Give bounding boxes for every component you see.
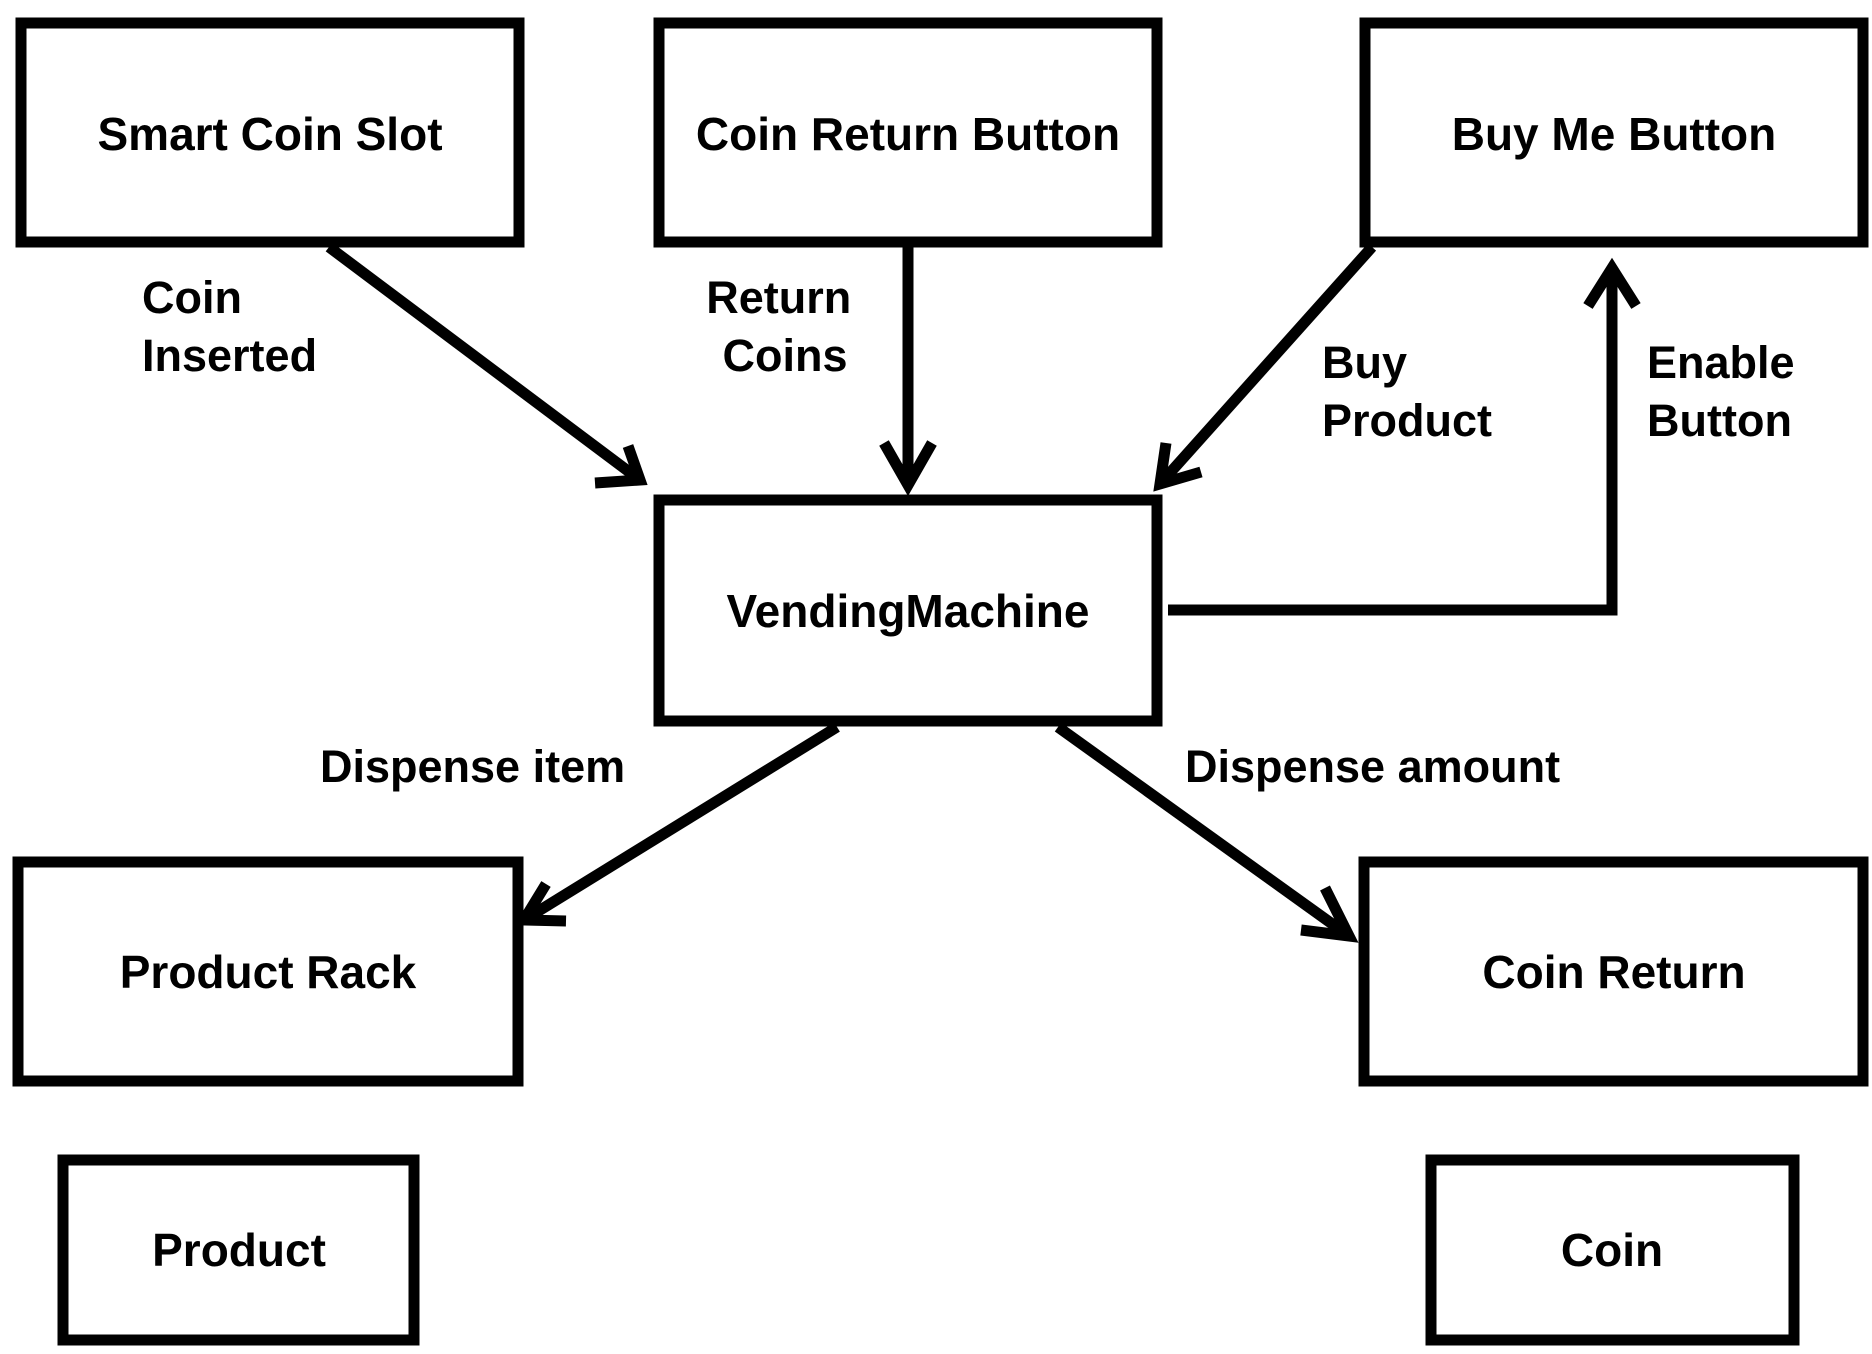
edge-label-dispense-item: Dispense item [320, 741, 625, 792]
edge-dispense-amount-line [1054, 722, 1353, 941]
edge-label-coin-inserted-line-1: Coin [142, 272, 242, 323]
node-coin-return-button: Coin Return Button [653, 17, 1163, 248]
node-coin: Coin [1425, 1154, 1800, 1346]
edge-enable-button [1168, 257, 1641, 616]
node-smart-coin-slot: Smart Coin Slot [15, 17, 525, 248]
edge-buy-product-arrowhead [1153, 442, 1203, 492]
edge-enable-button-arrowhead [1583, 257, 1641, 309]
edge-dispense-item-arrowhead [514, 881, 567, 927]
edge-label-dispense-amount: Dispense amount [1185, 741, 1560, 792]
node-product-rack-label: Product Rack [120, 946, 417, 998]
node-smart-coin-slot-box [15, 17, 525, 248]
edge-buy-product [1153, 243, 1377, 492]
edge-enable-button-line [1168, 268, 1618, 616]
node-coin-box [1425, 1154, 1800, 1346]
node-buy-me-button-label: Buy Me Button [1452, 108, 1777, 160]
edge-label-buy-product: Buy Product [1322, 337, 1492, 446]
node-buy-me-button-box [1359, 17, 1869, 248]
edge-label-enable-button: Enable Button [1647, 337, 1807, 446]
edge-label-return-coins-line-1: Return [706, 272, 851, 323]
edge-coin-inserted-line [325, 242, 644, 485]
node-coin-return: Coin Return [1358, 856, 1869, 1087]
node-coin-return-button-box [653, 17, 1163, 248]
edge-return-coins-arrowhead [879, 440, 937, 497]
node-coin-return-label: Coin Return [1482, 946, 1745, 998]
node-buy-me-button: Buy Me Button [1359, 17, 1869, 248]
edge-label-return-coins-line-2: Coins [722, 330, 847, 381]
edge-label-coin-inserted-line-2: Inserted [142, 330, 317, 381]
edge-dispense-amount-arrowhead [1300, 885, 1359, 943]
node-vending-machine-label: VendingMachine [727, 585, 1090, 637]
node-product-rack: Product Rack [12, 856, 524, 1087]
node-vending-machine-box [653, 494, 1163, 727]
edge-label-buy-product-line-1: Buy [1322, 337, 1407, 388]
edge-buy-product-line [1155, 243, 1377, 488]
node-product-box [57, 1154, 420, 1346]
node-smart-coin-slot-label: Smart Coin Slot [97, 108, 442, 160]
node-vending-machine: VendingMachine [653, 494, 1163, 727]
node-coin-label: Coin [1561, 1224, 1663, 1276]
edge-label-enable-button-line-2: Button [1647, 395, 1792, 446]
edge-dispense-item [514, 722, 840, 927]
node-coin-return-button-label: Coin Return Button [696, 108, 1120, 160]
edge-label-coin-inserted: Coin Inserted [142, 272, 317, 381]
node-product-label: Product [152, 1224, 326, 1276]
edge-label-return-coins: Return Coins [706, 272, 864, 381]
edge-dispense-amount [1054, 722, 1359, 943]
edge-label-enable-button-line-1: Enable [1647, 337, 1795, 388]
edge-coin-inserted-arrowhead [594, 444, 648, 489]
edge-return-coins [879, 247, 937, 497]
edge-dispense-item-line [521, 722, 840, 925]
edge-coin-inserted [325, 242, 648, 489]
node-product: Product [57, 1154, 420, 1346]
edge-label-buy-product-line-2: Product [1322, 395, 1492, 446]
node-coin-return-box [1358, 856, 1869, 1087]
node-product-rack-box [12, 856, 524, 1087]
